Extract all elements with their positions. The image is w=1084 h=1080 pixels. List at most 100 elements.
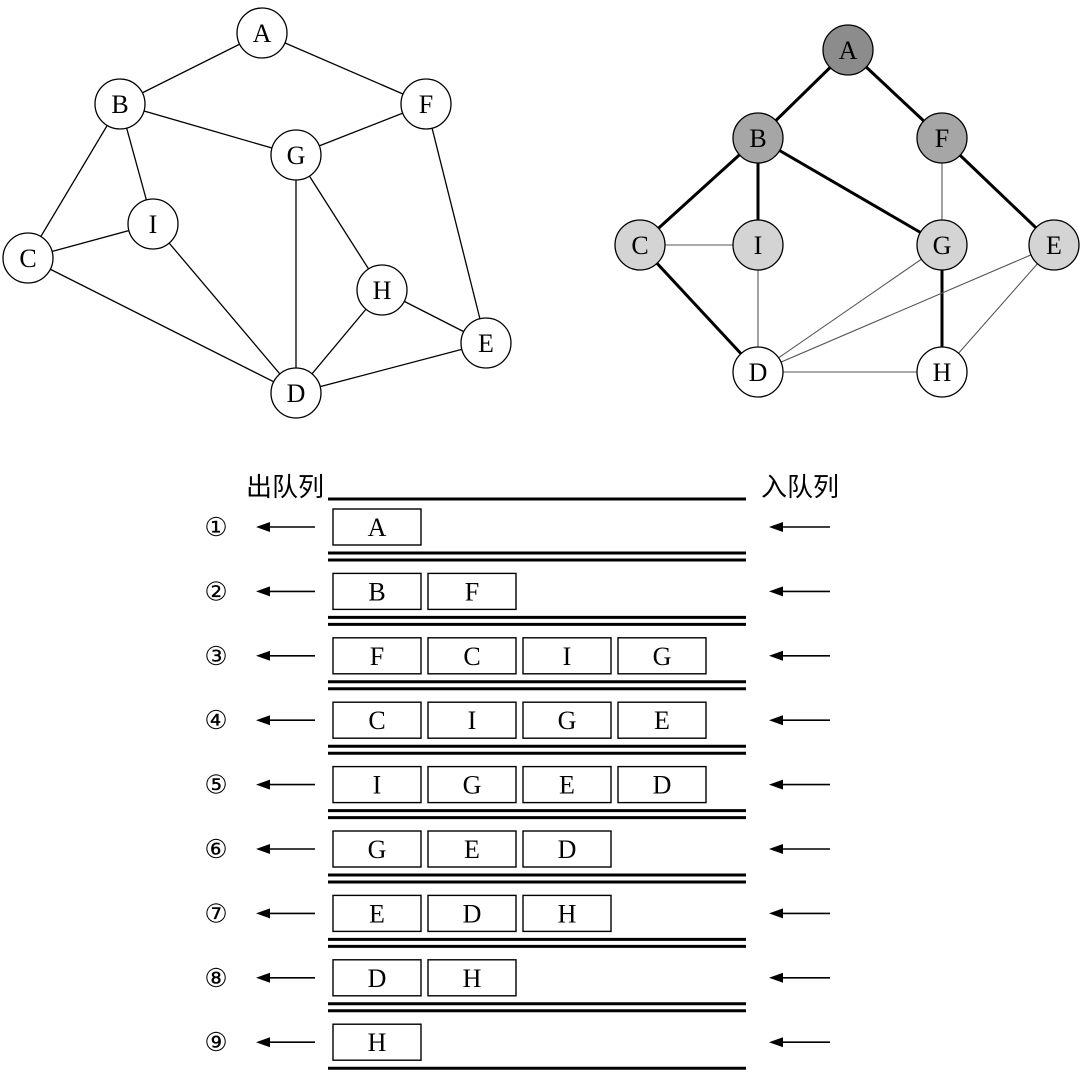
left-node-H: H [356,264,408,316]
enqueue-arrow-head [769,972,783,983]
left-node-label-I: I [149,210,158,239]
left-edge-C-D [27,257,297,394]
step-marker: ⑧ [204,964,227,993]
left-node-C: C [2,232,54,284]
queue-item-label: H [368,1028,387,1057]
queue-item-label: H [558,899,577,928]
left-edge-A-F [261,32,427,105]
right-edge-F-E [940,136,1056,247]
left-node-label-E: E [478,329,494,358]
queue-item: F [427,572,517,611]
queue-item: G [427,765,517,804]
queue-item: D [617,765,707,804]
queue-item-label: D [653,771,672,800]
enqueue-arrow-head [769,1037,783,1048]
step-marker: ⑦ [204,899,227,928]
left-node-I: I [127,198,179,250]
right-node-I: I [732,219,784,271]
step-marker: ⑨ [204,1028,227,1057]
queue-item: D [427,894,517,933]
queue-item: I [522,637,612,675]
queue-item-label: A [368,513,387,542]
queue-item: G [332,830,422,868]
right-node-D: D [732,346,784,398]
queue-row-7: ⑦ E D H [204,894,830,948]
left-node-F: F [400,78,452,130]
left-node-label-G: G [287,141,306,170]
queue-item-label: B [368,577,385,606]
queue-item: H [332,1023,422,1061]
queue-item: D [522,830,612,868]
dequeue-arrow-head [256,650,270,661]
right-node-A: A [822,24,874,76]
left-edge-F-E [425,103,487,344]
left-edge-B-C [27,103,121,259]
left-edge-A-B [119,32,263,105]
left-node-A: A [236,7,288,59]
enqueue-arrow-head [769,908,783,919]
left-node-label-F: F [419,90,433,119]
queue-item: I [332,765,422,804]
queue-item: H [427,959,517,997]
queue-item-label: C [463,642,480,671]
queue-row-6: ⑥ G E D [204,830,830,884]
queue-item-label: F [370,642,384,671]
step-marker: ① [204,513,227,542]
dequeue-arrow-head [256,844,270,854]
queue-item: H [522,894,612,933]
queue-item: F [332,637,422,675]
step-marker: ② [204,577,227,606]
left-node-B: B [94,78,146,130]
right-node-label-D: D [749,358,768,387]
queue-row-8: ⑧ D H [204,959,830,1013]
right-node-label-I: I [754,231,763,260]
queue-item-label: H [463,964,482,993]
step-marker: ⑥ [204,835,227,864]
queue-item-label: D [368,964,387,993]
queue-item: A [332,508,422,546]
enqueue-arrow-head [769,779,783,790]
dequeue-arrow-head [256,715,270,726]
queue-item-label: G [558,706,577,735]
step-marker: ④ [204,706,227,735]
right-edge-E-D [757,244,1055,373]
right-edge-C-D [638,243,760,374]
right-node-G: G [916,219,968,271]
queue-item-label: E [654,706,670,735]
left-edge-I-D [152,223,297,394]
queue-item: I [427,701,517,739]
right-node-label-A: A [839,36,858,65]
left-node-label-C: C [19,244,36,273]
left-edge-B-G [119,103,297,156]
queue-item-label: C [368,706,385,735]
queue-item: E [332,894,422,933]
queue-item-label: E [464,835,480,864]
queue-item-label: D [558,835,577,864]
left-node-G: G [270,129,322,181]
queue-item-label: I [468,706,477,735]
enqueue-arrow-head [769,715,783,726]
right-edge-G-D [757,244,943,373]
queue-item: D [332,959,422,997]
queue-item-label: D [463,899,482,928]
right-edge-E-H [941,244,1055,373]
queue-item-label: I [563,642,572,671]
right-node-F: F [916,112,968,164]
right-node-label-G: G [933,231,952,260]
dequeue-arrow-head [256,586,270,597]
queue-row-2: ② B F [204,572,830,626]
left-node-label-B: B [111,90,128,119]
dequeue-label: 出队列 [246,473,324,502]
queue-item: G [617,637,707,675]
left-node-label-H: H [373,276,392,305]
left-edge-G-H [295,154,383,291]
queue-item-label: E [559,771,575,800]
